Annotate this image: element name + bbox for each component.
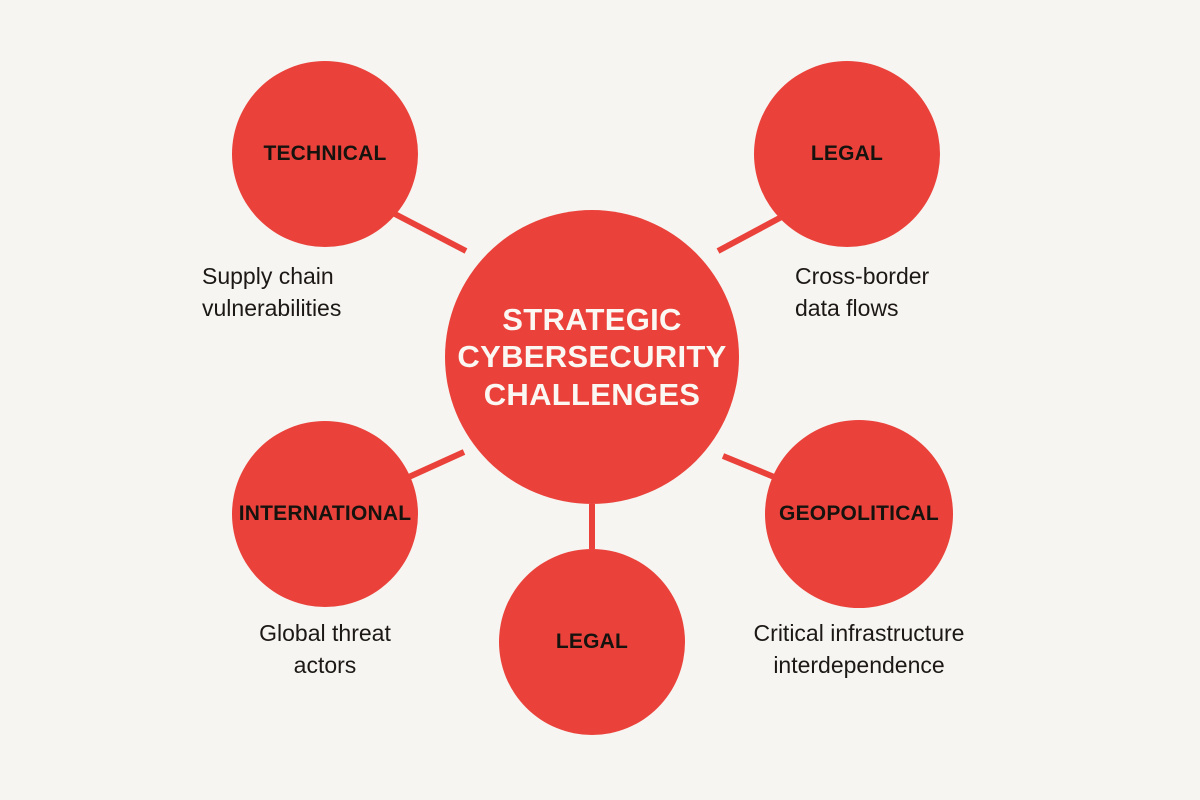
caption-international: Global threat actors: [205, 618, 445, 681]
node-international-label: INTERNATIONAL: [238, 502, 412, 526]
node-legal-top-right-label: LEGAL: [810, 142, 884, 166]
caption-legal-top-right-line-2: data flows: [795, 294, 899, 321]
caption-geopolitical-line-1: Critical infrastructure: [753, 620, 965, 646]
connector-hub-to-international: [398, 449, 466, 484]
caption-legal-top-right-line-1: Cross-border: [795, 263, 930, 289]
caption-international-line-2: actors: [293, 651, 357, 678]
node-legal-top-right[interactable]: LEGAL: [754, 61, 940, 247]
hub-node-label: STRATEGIC CYBERSECURITY CHALLENGES: [451, 301, 732, 413]
hub-label-line-3: CHALLENGES: [483, 376, 701, 412]
connector-hub-to-technical: [391, 210, 468, 254]
connector-hub-to-geopolitical: [721, 453, 781, 482]
node-international[interactable]: INTERNATIONAL: [232, 421, 418, 607]
node-legal-bottom[interactable]: LEGAL: [499, 549, 685, 735]
node-technical[interactable]: TECHNICAL: [232, 61, 418, 247]
hub-label-line-2: CYBERSECURITY: [457, 339, 727, 375]
caption-technical-line-2: vulnerabilities: [202, 294, 342, 321]
caption-legal-top-right: Cross-border data flows: [795, 261, 1035, 324]
caption-geopolitical-line-2: interdependence: [773, 651, 945, 678]
connector-hub-to-legal-top-right: [716, 210, 791, 254]
caption-international-line-1: Global threat: [259, 620, 391, 646]
node-legal-bottom-label: LEGAL: [555, 630, 629, 654]
node-geopolitical-label: GEOPOLITICAL: [779, 502, 939, 526]
caption-technical: Supply chain vulnerabilities: [202, 261, 442, 324]
node-technical-label: TECHNICAL: [263, 142, 387, 166]
node-geopolitical[interactable]: GEOPOLITICAL: [765, 420, 953, 608]
hub-node-strategic-cybersecurity-challenges[interactable]: STRATEGIC CYBERSECURITY CHALLENGES: [445, 210, 739, 504]
caption-technical-line-1: Supply chain: [202, 263, 334, 289]
caption-geopolitical: Critical infrastructure interdependence: [719, 618, 999, 681]
hub-label-line-1: STRATEGIC: [502, 302, 682, 338]
